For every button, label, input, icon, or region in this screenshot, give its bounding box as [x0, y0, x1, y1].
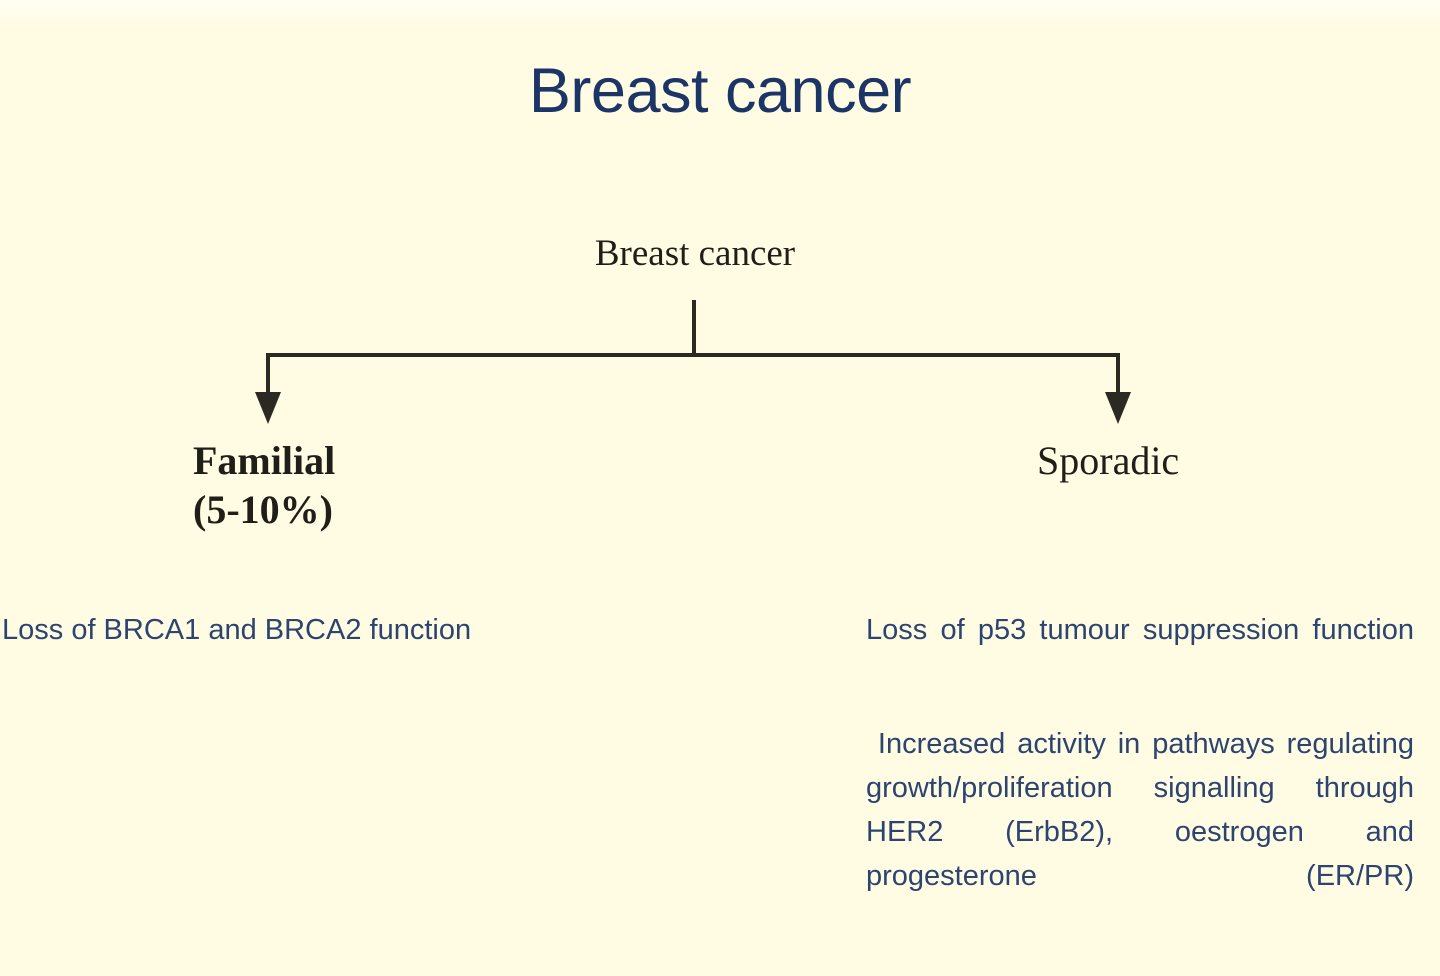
sporadic-detail-paragraph-1: Loss of p53 tumour suppression function — [866, 614, 1414, 646]
flowchart: Breast cancer Familial (5-10%) Sporadic — [193, 233, 1179, 535]
flowchart-branch-sporadic: Sporadic — [1037, 437, 1179, 486]
flowchart-root-node: Breast cancer — [594, 233, 796, 274]
page-title: Breast cancer — [528, 56, 912, 126]
sporadic-detail-paragraph-2: Increased activity in pathways regulatin… — [866, 728, 1423, 893]
flowchart-branch-familial: Familial (5-10%) — [193, 437, 335, 535]
sporadic-details-column: Loss of p53 tumour suppression function … — [866, 608, 1414, 943]
arrowhead-left-icon — [255, 392, 281, 424]
branch-sporadic-label: Sporadic — [1037, 438, 1180, 483]
branch-familial-label: Familial — [193, 438, 336, 483]
flowchart-connectors — [255, 300, 1131, 424]
familial-detail-paragraph: Loss of BRCA1 and BRCA2 function — [2, 614, 472, 646]
familial-details-column: Loss of BRCA1 and BRCA2 function — [2, 608, 602, 652]
branch-familial-sublabel: (5-10%) — [193, 486, 333, 532]
arrowhead-right-icon — [1105, 392, 1131, 424]
